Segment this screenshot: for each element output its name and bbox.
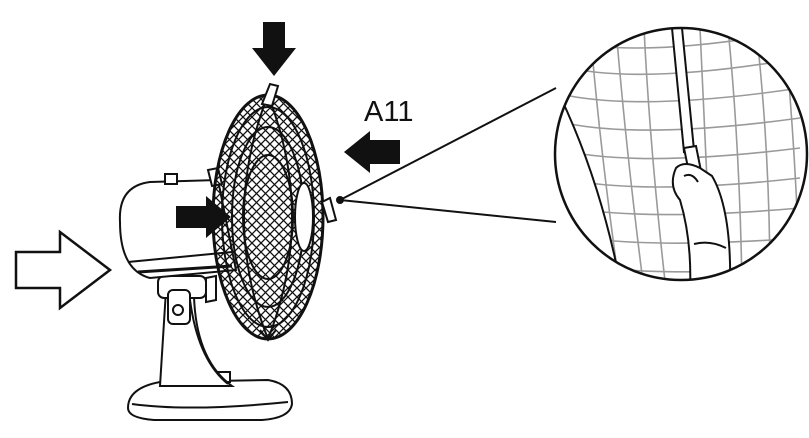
detail-guard-frame <box>555 94 622 280</box>
screw-icon <box>518 160 546 188</box>
fan-illustration <box>118 82 338 421</box>
guard-badge <box>294 182 314 252</box>
arrow-back <box>14 229 113 311</box>
top-guard-clip <box>260 82 280 108</box>
magnifier-leader <box>336 87 557 223</box>
magnifier-ring <box>553 26 809 282</box>
arrow-top <box>252 22 296 76</box>
arrow-hub <box>176 196 231 238</box>
hand-icon <box>671 163 732 280</box>
arrow-right <box>344 131 400 173</box>
fan-guard <box>211 82 338 342</box>
callout-label: A11 <box>364 96 413 128</box>
side-guard-clip <box>320 196 338 224</box>
magnified-detail <box>518 26 809 282</box>
tilt-joint <box>157 275 215 325</box>
